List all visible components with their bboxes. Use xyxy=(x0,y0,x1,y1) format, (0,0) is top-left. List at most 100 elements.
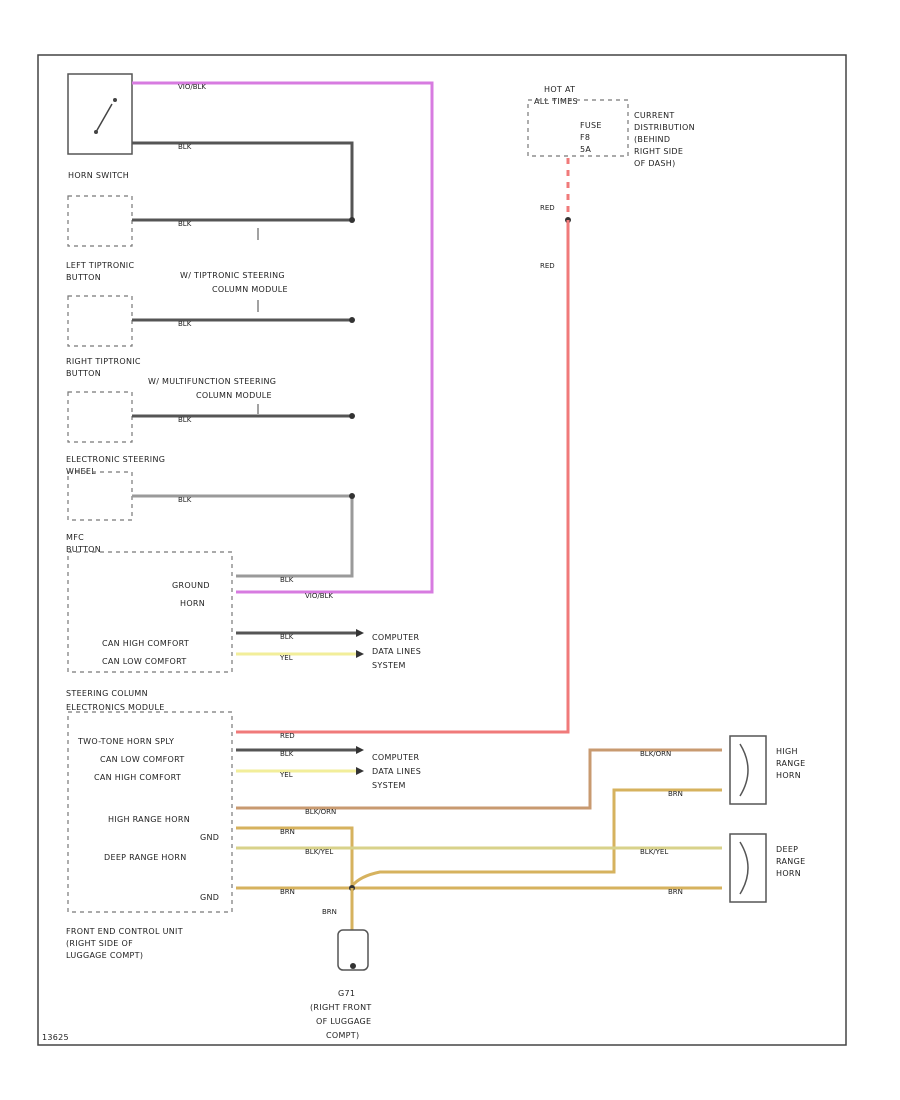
wire-label-red-3: RED xyxy=(280,732,295,740)
mfc-pin-can-low: CAN LOW COMFORT xyxy=(102,657,187,666)
high-horn-label-3: HORN xyxy=(776,771,801,780)
wire-label-yel-2: YEL xyxy=(279,771,293,779)
multifunction-module-label-2: COLUMN MODULE xyxy=(196,391,272,400)
deep-horn-label-2: RANGE xyxy=(776,857,805,866)
horn-switch-box xyxy=(67,73,133,155)
mfc-module-box xyxy=(67,551,233,673)
wire-label-blk-8: BLK xyxy=(280,750,294,758)
electronic-steering-label-1: ELECTRONIC STEERING xyxy=(66,455,165,464)
ground-label-3: OF LUGGAGE xyxy=(316,1017,371,1026)
wire-label-blk-3: BLK xyxy=(178,320,192,328)
mfc-pin-can-high: CAN HIGH COMFORT xyxy=(102,639,189,648)
horn-switch-contact xyxy=(95,103,113,133)
wire-label-vio-blk-1: VIO/BLK xyxy=(178,83,206,91)
computer-data-1-line-3: SYSTEM xyxy=(372,661,406,670)
front-end-label-2: (RIGHT SIDE OF xyxy=(66,939,133,948)
left-tiptronic-box xyxy=(67,195,133,247)
right-tiptronic-label-2: BUTTON xyxy=(66,369,101,378)
wire-label-blk-orn-2: BLK/ORN xyxy=(640,750,671,758)
mfc-button-box xyxy=(67,471,133,521)
computer-data-1-line-2: DATA LINES xyxy=(372,647,421,656)
wire-label-brn-2: BRN xyxy=(668,790,683,798)
fuse-amps: 5A xyxy=(580,145,591,154)
wire-label-red-2: RED xyxy=(540,262,555,270)
current-dist-2: DISTRIBUTION xyxy=(634,123,695,132)
right-tiptronic-label-1: RIGHT TIPTRONIC xyxy=(66,357,141,366)
electronic-steering-label-2: WHEEL xyxy=(66,467,96,476)
hot-at-label: HOT AT xyxy=(544,85,575,94)
diagram-id: 13625 xyxy=(42,1033,69,1042)
computer-data-2-line-3: SYSTEM xyxy=(372,781,406,790)
current-dist-5: OF DASH) xyxy=(634,159,676,168)
mfc-label-2: BUTTON xyxy=(66,545,101,554)
wire-label-blk-6: BLK xyxy=(280,576,294,584)
steering-wheel-box xyxy=(67,391,133,443)
wire-label-brn-5: BRN xyxy=(322,908,337,916)
tiptronic-module-label-2: COLUMN MODULE xyxy=(212,285,288,294)
horn-switch-label: HORN SWITCH xyxy=(68,171,129,180)
mfc-pin-horn: HORN xyxy=(180,599,205,608)
wire-label-yel-1: YEL xyxy=(279,654,293,662)
ground-g71-terminal xyxy=(337,929,369,971)
high-horn-label-1: HIGH xyxy=(776,747,798,756)
computer-data-1-line-1: COMPUTER xyxy=(372,633,420,642)
current-dist-3: (BEHIND xyxy=(634,135,670,144)
fe-pin-gnd-2: GND xyxy=(200,893,219,902)
current-dist-1: CURRENT xyxy=(634,111,675,120)
wire-label-red-1: RED xyxy=(540,204,555,212)
wire-brn-high-horn-gnd xyxy=(350,788,722,887)
wire-label-blk-7: BLK xyxy=(280,633,294,641)
wire-red-supply xyxy=(236,220,570,734)
ground-label-4: COMPT) xyxy=(326,1031,359,1040)
mfc-label-1: MFC xyxy=(66,533,84,542)
computer-data-2-line-2: DATA LINES xyxy=(372,767,421,776)
splice-1 xyxy=(349,217,355,223)
front-end-label-3: LUGGAGE COMPT) xyxy=(66,951,143,960)
current-dist-4: RIGHT SIDE xyxy=(634,147,683,156)
fuse-label: FUSE xyxy=(580,121,602,130)
high-horn-label-2: RANGE xyxy=(776,759,805,768)
steering-column-label-2: ELECTRONICS MODULE xyxy=(66,703,165,712)
fuse-number: F8 xyxy=(580,133,590,142)
wire-label-brn-1: BRN xyxy=(280,828,295,836)
wire-label-blk-4: BLK xyxy=(178,416,192,424)
fe-pin-deep-horn: DEEP RANGE HORN xyxy=(104,853,186,862)
right-tiptronic-box xyxy=(67,295,133,347)
wire-label-vio-blk-2: VIO/BLK xyxy=(305,592,333,600)
wire-label-blk-yel-2: BLK/YEL xyxy=(640,848,668,856)
wire-blk-orn-high-horn xyxy=(236,748,722,810)
fe-pin-horn-sply: TWO-TONE HORN SPLY xyxy=(77,737,174,746)
splice-2 xyxy=(349,317,355,323)
wire-label-blk-yel-1: BLK/YEL xyxy=(305,848,333,856)
deep-horn-label-1: DEEP xyxy=(776,845,798,854)
wire-brn-gnd-1 xyxy=(236,826,354,886)
left-tiptronic-label-1: LEFT TIPTRONIC xyxy=(66,261,134,270)
wire-label-brn-4: BRN xyxy=(668,888,683,896)
diagram-border xyxy=(37,54,847,1046)
wire-label-blk-2: BLK xyxy=(178,220,192,228)
fe-pin-can-low: CAN LOW COMFORT xyxy=(100,755,185,764)
ground-label-2: (RIGHT FRONT xyxy=(310,1003,372,1012)
wire-label-blk-5: BLK xyxy=(178,496,192,504)
wire-label-blk-1: BLK xyxy=(178,143,192,151)
steering-column-label-1: STEERING COLUMN xyxy=(66,689,148,698)
left-tiptronic-label-2: BUTTON xyxy=(66,273,101,282)
wire-blk-mfc-button xyxy=(132,494,354,578)
fe-pin-high-horn: HIGH RANGE HORN xyxy=(108,815,190,824)
tiptronic-module-label-1: W/ TIPTRONIC STEERING xyxy=(180,271,285,280)
wire-label-brn-3: BRN xyxy=(280,888,295,896)
fe-pin-gnd-1: GND xyxy=(200,833,219,842)
wire-blk-horn-switch xyxy=(132,141,354,220)
wire-label-blk-orn-1: BLK/ORN xyxy=(305,808,336,816)
fe-pin-can-high: CAN HIGH COMFORT xyxy=(94,773,181,782)
deep-horn-label-3: HORN xyxy=(776,869,801,878)
wire-vio-blk xyxy=(132,81,434,594)
front-end-control-unit-box xyxy=(67,711,233,913)
ground-label-1: G71 xyxy=(338,989,355,998)
front-end-label-1: FRONT END CONTROL UNIT xyxy=(66,927,183,936)
all-times-label: ALL TIMES xyxy=(534,97,578,106)
computer-data-2-line-1: COMPUTER xyxy=(372,753,420,762)
mfc-pin-ground: GROUND xyxy=(172,581,210,590)
fuse-box xyxy=(527,99,629,157)
